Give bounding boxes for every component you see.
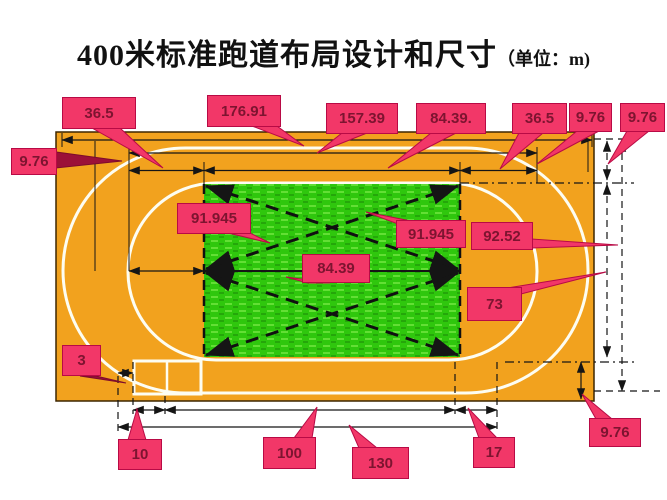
dim-seg-17: 17 (473, 437, 515, 468)
diagonal-line (204, 271, 460, 357)
dim-radius-right: 36.5 (512, 103, 567, 134)
dim-seg-100: 100 (263, 437, 316, 469)
dim-offset-3: 3 (62, 345, 101, 376)
dim-seg-130: 130 (352, 447, 409, 479)
dim-lane-width-left: 9.76 (11, 148, 57, 175)
callout-tail (79, 375, 127, 384)
callout-tail (607, 130, 651, 165)
title-unit: （单位：m) (497, 49, 590, 69)
dim-straight-top: 84.39. (416, 103, 486, 134)
callout-tail (348, 424, 379, 449)
page-title: 400米标准跑道布局设计和尺寸（单位：m) (0, 30, 667, 74)
dim-overall-length: 176.91 (207, 95, 281, 127)
dim-radius-left: 36.5 (62, 97, 136, 129)
dim-overall-width: 92.52 (471, 222, 533, 250)
infield-diagonals (204, 184, 460, 357)
diagonal-line (204, 184, 460, 271)
callout-tail (293, 406, 318, 439)
title-main: 400米标准跑道布局设计和尺寸 (77, 39, 497, 72)
dim-field-width: 73 (467, 287, 522, 321)
dim-lane-width-bottom: 9.76 (589, 418, 641, 447)
callout-tails (55, 125, 651, 449)
dim-diagonal-right: 91.945 (396, 220, 466, 248)
dim-seg-10: 10 (118, 439, 162, 470)
callout-tail (467, 407, 499, 439)
dim-straight-center: 84.39 (302, 254, 370, 283)
dim-inner-length: 157.39 (326, 103, 398, 134)
inner-lane-line (126, 181, 539, 362)
dim-diagonal-left: 91.945 (177, 203, 251, 234)
callout-tail (581, 393, 614, 420)
dim-lane-width-top-1: 9.76 (569, 103, 612, 132)
callout-tail (127, 407, 147, 441)
dim-lane-width-top-2: 9.76 (620, 103, 665, 132)
